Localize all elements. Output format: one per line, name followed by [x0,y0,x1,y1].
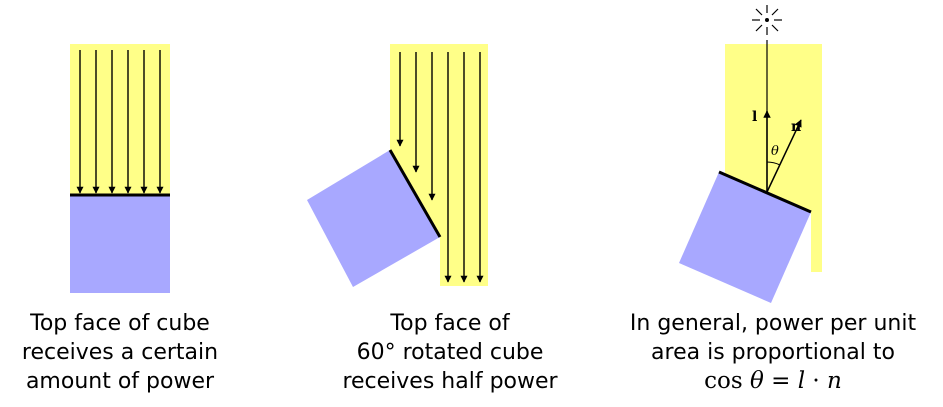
normal-vector-label: n [791,119,801,135]
cube [70,196,170,293]
angle-label: θ [771,144,779,159]
caption-line: receives a certain [21,340,219,365]
cube-top-face [388,149,442,238]
formula-equals: = [771,368,791,394]
caption-line: amount of power [25,369,215,394]
caption-flat-cube: Top face of cube receives a certain amou… [0,309,240,396]
formula-n: n [827,368,842,394]
caption-general-case: In general, power per unit area is propo… [620,309,926,396]
formula-cos: cos [704,368,743,394]
light-beam [70,44,170,196]
caption-line: Top face of [390,311,510,336]
panel-general-case: l n θ [679,5,822,303]
light-rays [76,50,164,194]
cube [307,150,440,287]
cube-top-face [718,170,812,214]
formula: cos θ = l · n [620,367,926,396]
angle-arc [766,161,781,166]
formula-theta: θ [749,368,764,394]
sun-icon [752,5,782,35]
caption-rotated-cube: Top face of 60° rotated cube receives ha… [300,309,600,396]
caption-line: In general, power per unit [629,311,917,336]
light-vector-label: l [752,109,757,125]
caption-line: Top face of cube [30,311,210,336]
light-rays [396,52,484,283]
cube [679,172,811,303]
caption-line: 60° rotated cube [356,340,544,365]
caption-line: receives half power [342,369,558,394]
normal-vector-arrow [766,119,802,193]
panel-rotated-cube [307,44,488,287]
panel-flat-cube [70,44,170,293]
caption-line: area is proportional to [651,340,895,365]
formula-dot: · [812,368,820,394]
formula-l: l [797,368,806,394]
